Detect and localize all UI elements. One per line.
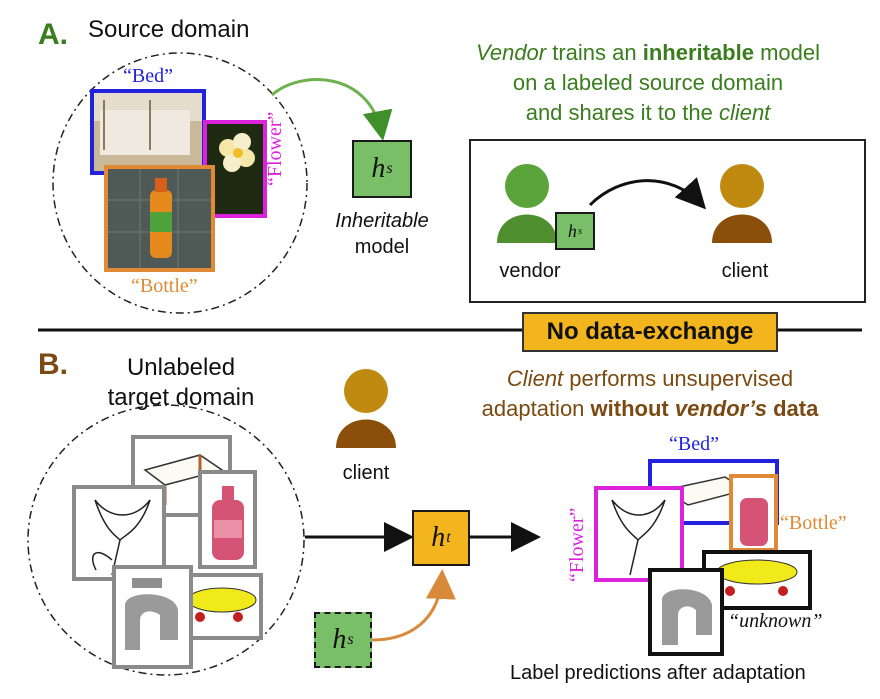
model-subscript: s	[386, 160, 393, 177]
client-label-bottom: client	[342, 462, 390, 484]
client-person-icon-bottom	[336, 369, 396, 448]
section-a-description: Vendor trains an inheritable model on a …	[438, 38, 858, 128]
source-domain-circle	[52, 52, 308, 314]
mini-model-subscript: s	[577, 225, 583, 237]
pred-faucet-image	[648, 568, 724, 656]
pred-label-bed: “Bed”	[669, 433, 719, 455]
desc-a-inheritable: inheritable	[642, 40, 754, 65]
desc-a-text2: model	[753, 40, 821, 65]
model-caption-line2: model	[354, 236, 410, 258]
desc-b-vendors: vendor’s	[674, 396, 767, 421]
pred-label-bottle: “Bottle”	[780, 512, 847, 534]
desc-b-line2: adaptation without vendor’s data	[440, 394, 860, 424]
target-flower-sketch	[72, 485, 166, 581]
predictions-caption: Label predictions after adaptation	[510, 662, 806, 684]
pred-label-flower: “Flower”	[566, 507, 588, 582]
section-b-title-line2: target domain	[107, 384, 255, 411]
client-label-top: client	[721, 260, 769, 282]
vendor-client-panel	[469, 139, 866, 303]
target-model-symbol: h	[431, 522, 446, 553]
pred-bottle-image	[729, 474, 778, 552]
source-model-symbol: h	[332, 624, 347, 655]
no-data-exchange-badge: No data-exchange	[522, 312, 778, 352]
desc-a-text3: and shares it to the	[525, 100, 719, 125]
desc-b-client: Client	[506, 366, 564, 391]
pred-label-unknown: “unknown”	[728, 610, 823, 632]
section-b-title-line1: Unlabeled	[126, 354, 236, 381]
section-a-letter: A.	[38, 18, 68, 51]
label-flower: “Flower”	[264, 111, 286, 186]
model-symbol: h	[371, 153, 386, 184]
mini-model-symbol: h	[567, 220, 577, 241]
source-model-subscript: s	[347, 631, 354, 648]
desc-a-client: client	[718, 100, 771, 125]
target-faucet-sketch	[112, 565, 193, 669]
desc-b-text1: performs unsupervised	[563, 366, 794, 391]
desc-b-without: without	[590, 396, 675, 421]
model-caption-line1: Inheritable	[335, 210, 429, 232]
target-model-subscript: t	[446, 529, 451, 546]
desc-b-line1: Client performs unsupervised	[440, 364, 860, 394]
desc-b-data: data	[766, 396, 819, 421]
desc-a-line2: on a labeled source domain	[512, 70, 784, 95]
bottle-photo-frame	[104, 165, 215, 272]
desc-b-text2: adaptation	[481, 396, 591, 421]
label-bed: “Bed”	[123, 65, 173, 87]
section-a-title: Source domain	[88, 16, 250, 43]
vendor-person-icon	[497, 164, 557, 243]
desc-a-line1: Vendor trains an inheritable model	[438, 38, 858, 68]
target-bottle-sketch	[198, 470, 257, 569]
desc-a-line3: and shares it to the client	[438, 98, 858, 128]
bottle-photo	[106, 167, 213, 270]
desc-a-text1: trains an	[546, 40, 643, 65]
target-skateboard-sketch	[179, 573, 263, 640]
client-person-icon-top	[712, 164, 772, 243]
desc-a-vendor: Vendor	[475, 40, 547, 65]
share-arrow-source-to-model	[271, 78, 393, 141]
arrow-hs-to-ht	[371, 569, 456, 642]
target-domain-circle	[27, 404, 305, 676]
transfer-arrow-vendor-to-client	[588, 177, 707, 210]
section-b-letter: B.	[38, 348, 68, 381]
section-b-description: Client performs unsupervised adaptation …	[440, 364, 860, 424]
label-bottle: “Bottle”	[131, 275, 198, 297]
vendor-label: vendor	[499, 260, 561, 282]
pred-flower-image	[594, 486, 684, 582]
bed-photo	[92, 91, 204, 173]
